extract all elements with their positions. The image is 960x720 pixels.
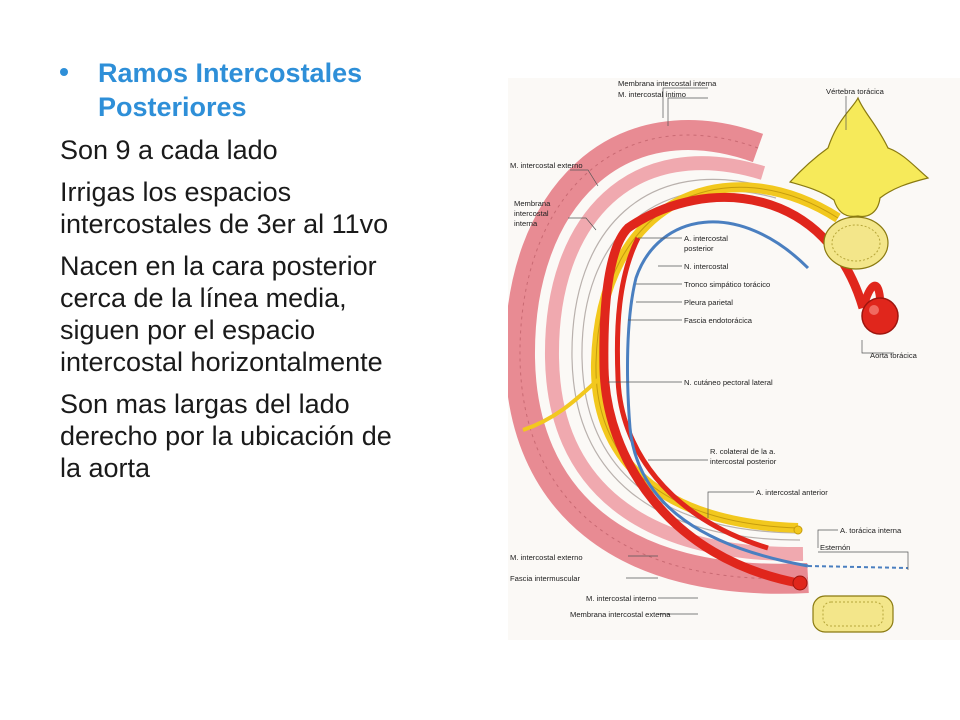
label-membrana-externa-bottom: Membrana intercostal externa: [570, 610, 671, 619]
label-esternon: Esternón: [820, 543, 850, 552]
sternum-texture: [822, 601, 884, 627]
text-line: Son 9 a cada lado: [60, 135, 278, 165]
label-m-externo-bottom: M. intercostal externo: [510, 553, 583, 562]
label-n-cutaneo: N. cutáneo pectoral lateral: [684, 378, 773, 387]
text-line: cerca de la línea media,: [60, 283, 347, 313]
internal-intercostal-muscle: [544, 156, 804, 562]
aorta-highlight: [869, 305, 879, 315]
posterior-intercostal-artery: [599, 192, 868, 588]
label-fascia-endo: Fascia endotorácica: [684, 316, 753, 325]
lateral-cutaneous-nerve: [522, 376, 602, 432]
intercostal-vein: [626, 220, 810, 568]
bullet-title-line-2: Posteriores: [98, 92, 247, 122]
text-line: intercostal horizontalmente: [60, 347, 383, 377]
paragraph-count: Son 9 a cada lado: [60, 134, 520, 166]
anterior-intercostal-artery-end: [792, 575, 808, 591]
membrane-line: [571, 178, 801, 541]
paragraph-irrigation: Irrigas los espacios intercostales de 3e…: [60, 176, 520, 240]
paragraph-length: Son mas largas del lado derecho por la u…: [60, 388, 520, 484]
intercostal-artery-diagram: Membrana intercostal interna M. intercos…: [508, 78, 960, 640]
label-tronco: Tronco simpático torácico: [684, 280, 770, 289]
label-membrana-interna-top: Membrana intercostal interna: [618, 79, 717, 88]
label-vertebra: Vértebra torácica: [826, 87, 885, 96]
text-line: intercostales de 3er al 11vo: [60, 209, 389, 239]
text-line: siguen por el espacio: [60, 315, 316, 345]
label-membrana-l3: interna: [514, 219, 538, 228]
vertebra-process: [788, 96, 930, 218]
paragraph-origin: Nacen en la cara posterior cerca de la l…: [60, 250, 520, 378]
collateral-branch: [614, 236, 769, 551]
muscle-fibers: [519, 134, 809, 580]
text-line: Son mas largas del lado: [60, 389, 350, 419]
bullet-title-line-1: Ramos Intercostales: [98, 58, 363, 88]
text-line: derecho por la ubicación de: [60, 421, 392, 451]
vertebral-body-texture: [831, 224, 881, 262]
nerve-end: [793, 525, 803, 535]
text-line: Nacen en la cara posterior: [60, 251, 377, 281]
text-content: Ramos Intercostales Posteriores Son 9 a …: [60, 56, 520, 494]
anatomy-figure: Membrana intercostal interna M. intercos…: [508, 78, 960, 640]
label-membrana-l1: Membrana: [514, 199, 551, 208]
leader-lines: [568, 87, 909, 615]
label-a-ic-post-2: posterior: [684, 244, 714, 253]
bullet-dot-icon: [60, 68, 68, 76]
thoracic-aorta: [861, 297, 899, 335]
label-m-interno-bottom: M. intercostal interno: [586, 594, 656, 603]
label-a-toracica-int: A. torácica interna: [840, 526, 902, 535]
label-pleura: Pleura parietal: [684, 298, 733, 307]
label-m-externo-left: M. intercostal externo: [510, 161, 583, 170]
label-m-intimo-top: M. intercostal íntimo: [618, 90, 686, 99]
bullet-item: Ramos Intercostales Posteriores: [60, 56, 520, 124]
label-a-ic-ant: A. intercostal anterior: [756, 488, 828, 497]
artery-origin: [859, 281, 884, 310]
label-a-ic-post-1: A. intercostal: [684, 234, 728, 243]
label-fascia-inter: Fascia intermuscular: [510, 574, 581, 583]
label-r-colat-2: intercostal posterior: [710, 457, 777, 466]
sternum: [812, 595, 894, 633]
label-r-colat-1: R. colateral de la a.: [710, 447, 775, 456]
fascia-line: [581, 189, 801, 534]
label-n-ic: N. intercostal: [684, 262, 729, 271]
label-aorta: Aorta torácica: [870, 351, 918, 360]
text-line: la aorta: [60, 453, 151, 483]
text-line: Irrigas los espacios: [60, 177, 292, 207]
internal-thoracic-vessel: [807, 565, 909, 569]
label-membrana-l2: intercostal: [514, 209, 549, 218]
